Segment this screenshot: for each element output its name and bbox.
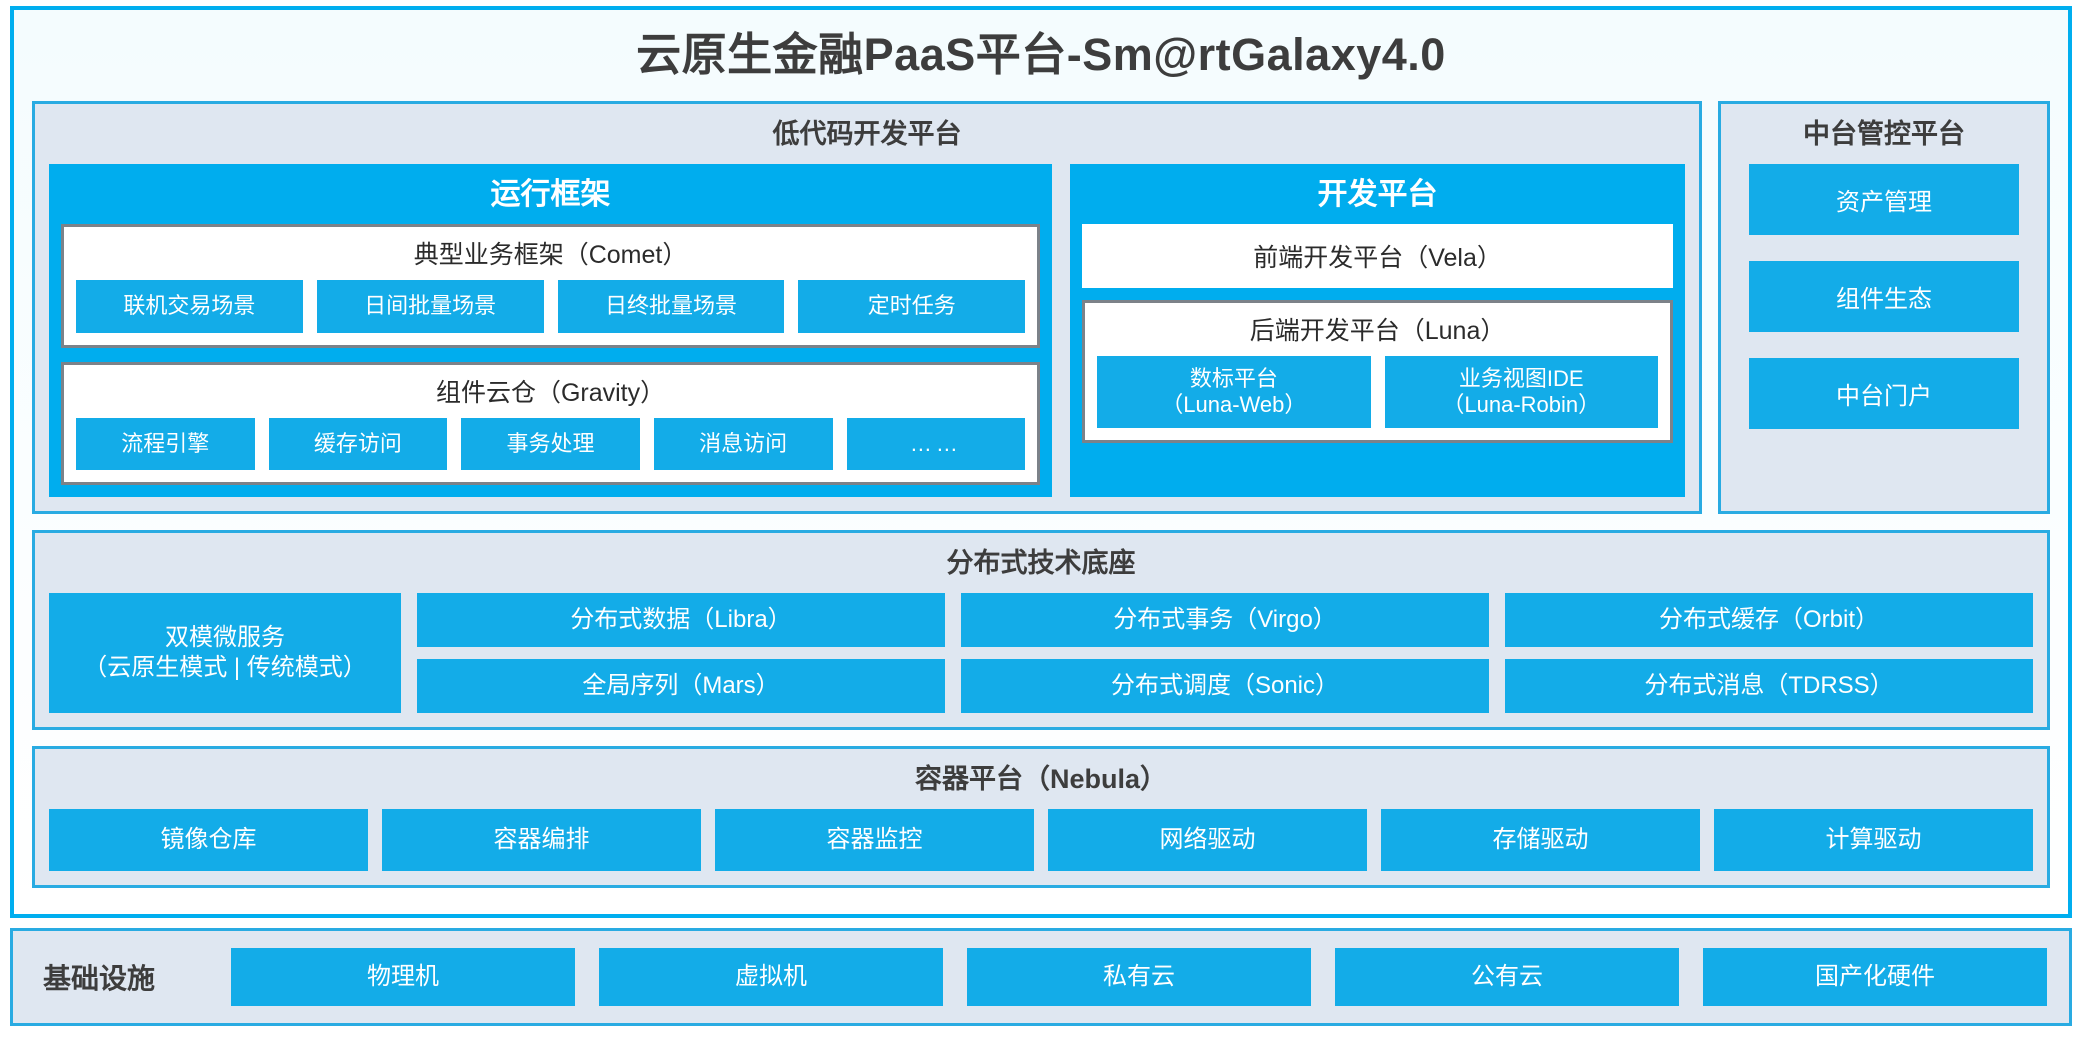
base-chip-sonic[interactable]: 分布式调度（Sonic） <box>961 659 1489 714</box>
base-chip-orbit[interactable]: 分布式缓存（Orbit） <box>1505 593 2033 648</box>
midctrl-title: 中台管控平台 <box>1803 119 1965 149</box>
infra-chip-private-cloud[interactable]: 私有云 <box>967 948 1311 1006</box>
luna-web-code: （Luna-Web） <box>1161 391 1307 417</box>
gravity-chip[interactable]: 消息访问 <box>653 417 833 471</box>
infra-chip-domestic-hardware[interactable]: 国产化硬件 <box>1703 948 2047 1006</box>
base-chip-tdrss[interactable]: 分布式消息（TDRSS） <box>1505 659 2033 714</box>
container-platform-panel: 容器平台（Nebula） 镜像仓库 容器编排 容器监控 网络驱动 存储驱动 计算… <box>32 746 2050 888</box>
comet-chip[interactable]: 联机交易场景 <box>76 279 303 333</box>
container-chip-image-registry[interactable]: 镜像仓库 <box>49 808 368 871</box>
distributed-base-grid: 双模微服务 （云原生模式 | 传统模式） 分布式数据（Libra） 全局序列（M… <box>49 593 2033 714</box>
container-platform-section: 容器平台（Nebula） 镜像仓库 容器编排 容器监控 网络驱动 存储驱动 计算… <box>32 746 2050 888</box>
gravity-chip-row: 流程引擎 缓存访问 事务处理 消息访问 …… <box>76 417 1026 471</box>
comet-chip[interactable]: 定时任务 <box>798 279 1026 333</box>
infra-chip-virtual-machine[interactable]: 虚拟机 <box>599 948 943 1006</box>
comet-chip[interactable]: 日间批量场景 <box>316 279 544 333</box>
dual-mode-microservice-sub: （云原生模式 | 传统模式） <box>83 654 367 682</box>
container-chip-compute-driver[interactable]: 计算驱动 <box>1714 808 2033 871</box>
development-platform-title: 开发平台 <box>1317 177 1438 211</box>
midctrl-chip-component-ecosystem[interactable]: 组件生态 <box>1749 260 2019 332</box>
infra-chip-public-cloud[interactable]: 公有云 <box>1335 948 1679 1006</box>
distributed-base-section: 分布式技术底座 双模微服务 （云原生模式 | 传统模式） 分布式数据（Libra… <box>32 530 2050 731</box>
container-chip-orchestration[interactable]: 容器编排 <box>382 808 701 871</box>
midctrl-panel: 中台管控平台 资产管理 组件生态 中台门户 <box>1718 101 2050 515</box>
midctrl-chip-asset-management[interactable]: 资产管理 <box>1749 163 2019 235</box>
vela-label: 前端开发平台（Vela） <box>1253 243 1502 272</box>
distributed-base-panel: 分布式技术底座 双模微服务 （云原生模式 | 传统模式） 分布式数据（Libra… <box>32 530 2050 731</box>
lowcode-panel: 低代码开发平台 运行框架 典型业务框架（Comet） 联机交易场景 日间批量场景… <box>32 101 1702 515</box>
container-chip-monitoring[interactable]: 容器监控 <box>715 808 1034 871</box>
luna-title: 后端开发平台（Luna） <box>1249 316 1506 345</box>
container-chip-network-driver[interactable]: 网络驱动 <box>1048 808 1367 871</box>
infrastructure-chip-row: 物理机 虚拟机 私有云 公有云 国产化硬件 <box>231 948 2047 1006</box>
base-chip-mars[interactable]: 全局序列（Mars） <box>417 659 945 714</box>
distributed-base-title: 分布式技术底座 <box>946 548 1136 579</box>
midctrl-chip-portal[interactable]: 中台门户 <box>1749 357 2019 429</box>
luna-chip-row: 数标平台 （Luna-Web） 业务视图IDE （Luna-Robin） <box>1097 355 1658 428</box>
dual-mode-microservice-name: 双模微服务 <box>165 624 285 652</box>
luna-web-name: 数标平台 <box>1189 365 1278 391</box>
runtime-framework-block: 运行框架 典型业务框架（Comet） 联机交易场景 日间批量场景 日终批量场景 … <box>49 163 1053 498</box>
container-chip-storage-driver[interactable]: 存储驱动 <box>1381 808 1700 871</box>
luna-robin-name: 业务视图IDE <box>1458 365 1584 391</box>
base-column-2: 分布式事务（Virgo） 分布式调度（Sonic） <box>961 593 1489 714</box>
gravity-card: 组件云仓（Gravity） 流程引擎 缓存访问 事务处理 消息访问 …… <box>61 361 1041 486</box>
infra-chip-physical-machine[interactable]: 物理机 <box>231 948 575 1006</box>
top-row: 低代码开发平台 运行框架 典型业务框架（Comet） 联机交易场景 日间批量场景… <box>32 101 2050 515</box>
base-chip-libra[interactable]: 分布式数据（Libra） <box>417 593 945 648</box>
gravity-chip[interactable]: 事务处理 <box>461 417 640 471</box>
lowcode-columns: 运行框架 典型业务框架（Comet） 联机交易场景 日间批量场景 日终批量场景 … <box>49 163 1685 498</box>
gravity-chip-ellipsis[interactable]: …… <box>846 417 1026 471</box>
lowcode-platform-section: 低代码开发平台 运行框架 典型业务框架（Comet） 联机交易场景 日间批量场景… <box>32 101 1702 515</box>
comet-chip-row: 联机交易场景 日间批量场景 日终批量场景 定时任务 <box>76 279 1026 333</box>
infrastructure-section: 基础设施 物理机 虚拟机 私有云 公有云 国产化硬件 <box>10 928 2072 1026</box>
luna-web-chip[interactable]: 数标平台 （Luna-Web） <box>1097 355 1371 428</box>
comet-chip[interactable]: 日终批量场景 <box>557 279 785 333</box>
base-chip-virgo[interactable]: 分布式事务（Virgo） <box>961 593 1489 648</box>
luna-robin-chip[interactable]: 业务视图IDE （Luna-Robin） <box>1384 355 1658 428</box>
luna-card: 后端开发平台（Luna） 数标平台 （Luna-Web） 业务视图IDE （Lu… <box>1082 299 1673 443</box>
page-title: 云原生金融PaaS平台-Sm@rtGalaxy4.0 <box>636 29 1446 80</box>
luna-robin-code: （Luna-Robin） <box>1442 391 1601 417</box>
base-column-1: 分布式数据（Libra） 全局序列（Mars） <box>417 593 945 714</box>
main-platform-card: 云原生金融PaaS平台-Sm@rtGalaxy4.0 低代码开发平台 运行框架 … <box>10 6 2072 918</box>
dual-mode-microservice-wrapper: 双模微服务 （云原生模式 | 传统模式） <box>49 593 401 714</box>
lowcode-title: 低代码开发平台 <box>772 119 962 149</box>
infrastructure-label: 基础设施 <box>43 963 156 994</box>
gravity-chip[interactable]: 缓存访问 <box>268 417 448 471</box>
base-column-3: 分布式缓存（Orbit） 分布式消息（TDRSS） <box>1505 593 2033 714</box>
comet-title: 典型业务框架（Comet） <box>413 240 688 269</box>
container-platform-title: 容器平台（Nebula） <box>914 764 1168 795</box>
vela-card[interactable]: 前端开发平台（Vela） <box>1082 223 1673 288</box>
gravity-chip[interactable]: 流程引擎 <box>76 417 255 471</box>
gravity-title: 组件云仓（Gravity） <box>435 378 666 407</box>
dual-mode-microservice-chip[interactable]: 双模微服务 （云原生模式 | 传统模式） <box>49 593 401 714</box>
runtime-framework-title: 运行框架 <box>490 177 611 211</box>
midctrl-platform-section: 中台管控平台 资产管理 组件生态 中台门户 <box>1718 101 2050 515</box>
development-platform-block: 开发平台 前端开发平台（Vela） 后端开发平台（Luna） 数标平台 （Lun… <box>1070 163 1685 498</box>
comet-card: 典型业务框架（Comet） 联机交易场景 日间批量场景 日终批量场景 定时任务 <box>61 223 1041 348</box>
container-chip-row: 镜像仓库 容器编排 容器监控 网络驱动 存储驱动 计算驱动 <box>49 808 2033 871</box>
